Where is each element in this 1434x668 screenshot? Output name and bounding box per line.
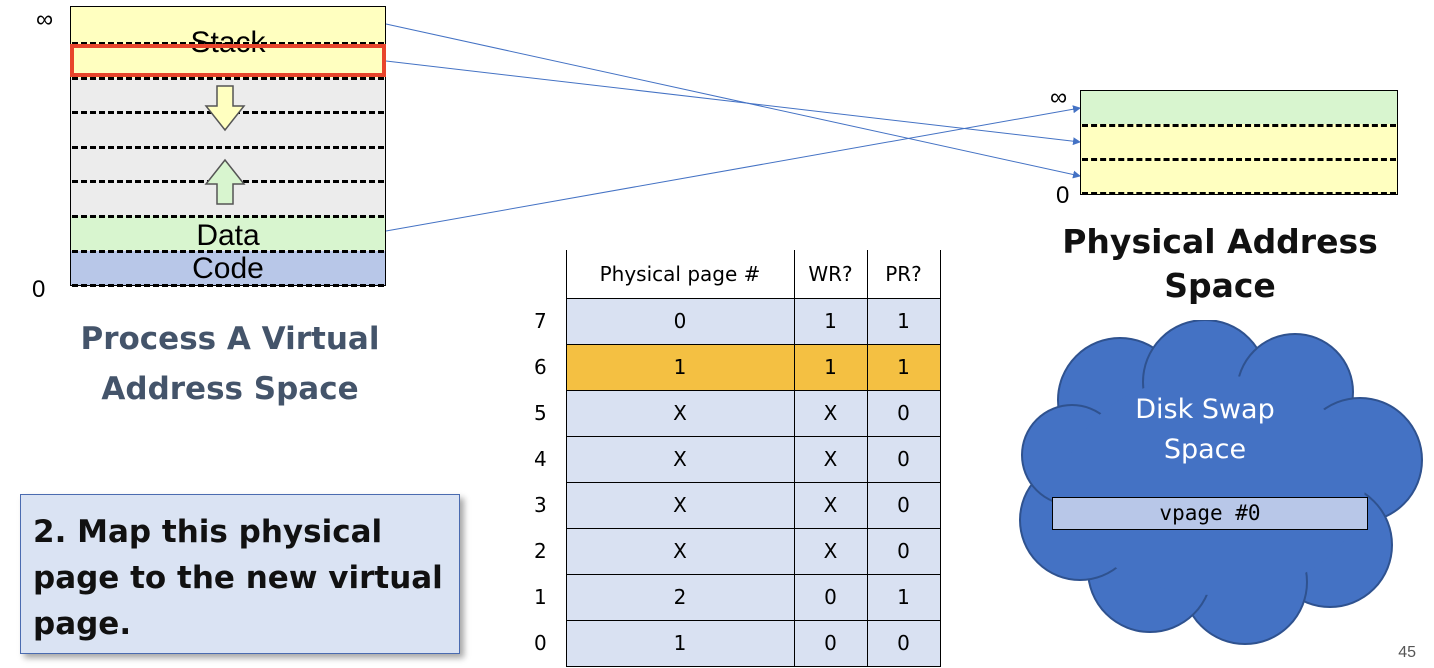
physical-page-cell: 0 [565, 297, 795, 345]
physical-top-label: ∞ [1050, 84, 1068, 111]
physical-page-2 [1081, 91, 1397, 124]
table-row: 2 X X 0 [530, 527, 941, 575]
code-label: Code [192, 252, 264, 285]
wr-cell: X [793, 435, 868, 483]
row-index: 2 [530, 528, 566, 574]
virtual-space-title-line2: Address Space [101, 371, 359, 407]
page-boundary [72, 77, 384, 80]
row-index: 3 [530, 482, 566, 528]
header-pr: PR? [866, 250, 941, 298]
virtual-space-title: Process A Virtual Address Space [60, 314, 400, 414]
wr-cell: 0 [793, 619, 868, 667]
swap-entry-vpage0: vpage #0 [1052, 497, 1368, 530]
physical-page-cell: 1 [565, 343, 795, 391]
physical-page-cell: X [565, 481, 795, 529]
header-physical-page: Physical page # [565, 250, 795, 298]
row-index: 5 [530, 390, 566, 436]
code-region [71, 251, 385, 285]
pr-cell: 0 [866, 619, 941, 667]
page-boundary [72, 284, 384, 287]
stack-grows-down-arrow [204, 85, 246, 132]
wr-cell: 1 [793, 297, 868, 345]
heap-grows-up-arrow [204, 158, 246, 205]
disk-swap-title-line1: Disk Swap [1135, 394, 1275, 425]
page-table-corner [530, 250, 566, 298]
page-boundary [72, 146, 384, 149]
page-boundary [72, 42, 384, 45]
new-virtual-page-highlight [70, 44, 386, 77]
wr-cell: X [793, 527, 868, 575]
pr-cell: 0 [866, 481, 941, 529]
wr-cell: 1 [793, 343, 868, 391]
page-boundary [72, 215, 384, 218]
disk-swap-title: Disk Swap Space [1070, 390, 1340, 470]
wr-cell: X [793, 389, 868, 437]
slide-number: 45 [1398, 644, 1416, 661]
page-boundary [1082, 192, 1396, 195]
wr-cell: 0 [793, 573, 868, 621]
mapping-arrow-stack-top [385, 23, 1081, 179]
virtual-top-label: ∞ [36, 6, 54, 33]
row-index: 6 [530, 344, 566, 390]
pr-cell: 0 [866, 389, 941, 437]
table-row: 1 2 0 1 [530, 573, 941, 621]
pr-cell: 1 [866, 573, 941, 621]
row-index: 4 [530, 436, 566, 482]
table-row: 0 1 0 0 [530, 619, 941, 667]
physical-bottom-label: 0 [1056, 182, 1070, 209]
page-boundary [72, 250, 384, 253]
mapping-arrow-data [385, 105, 1081, 232]
pr-cell: 0 [866, 527, 941, 575]
table-row-highlighted: 6 1 1 1 [530, 343, 941, 391]
data-label: Data [196, 219, 260, 252]
physical-page-cell: X [565, 435, 795, 483]
physical-page-cell: X [565, 527, 795, 575]
table-row: 3 X X 0 [530, 481, 941, 529]
row-index: 1 [530, 574, 566, 620]
pr-cell: 1 [866, 297, 941, 345]
header-wr: WR? [793, 250, 868, 298]
page-table: Physical page # WR? PR? 7 0 1 1 6 1 1 1 … [530, 250, 941, 667]
pr-cell: 0 [866, 435, 941, 483]
page-boundary [1082, 124, 1396, 127]
row-index: 7 [530, 298, 566, 344]
row-index: 0 [530, 620, 566, 666]
table-row: 5 X X 0 [530, 389, 941, 437]
disk-swap-title-line2: Space [1163, 434, 1247, 465]
table-row: 4 X X 0 [530, 435, 941, 483]
data-region [71, 216, 385, 250]
physical-page-cell: 2 [565, 573, 795, 621]
mapping-arrow-new-page [385, 60, 1081, 146]
physical-space-title: Physical Address Space [1062, 222, 1378, 305]
instruction-note: 2. Map this physical page to the new vir… [20, 494, 460, 654]
wr-cell: X [793, 481, 868, 529]
page-boundary [1082, 158, 1396, 161]
growth-arrows [204, 85, 246, 205]
physical-page-cell: 1 [565, 619, 795, 667]
page-table-header-row: Physical page # WR? PR? [530, 250, 941, 298]
physical-page-cell: X [565, 389, 795, 437]
virtual-space-title-line1: Process A Virtual [80, 321, 380, 357]
pr-cell: 1 [866, 343, 941, 391]
disk-swap-cloud [1019, 320, 1423, 645]
table-row: 7 0 1 1 [530, 297, 941, 345]
virtual-bottom-label: 0 [32, 276, 46, 303]
